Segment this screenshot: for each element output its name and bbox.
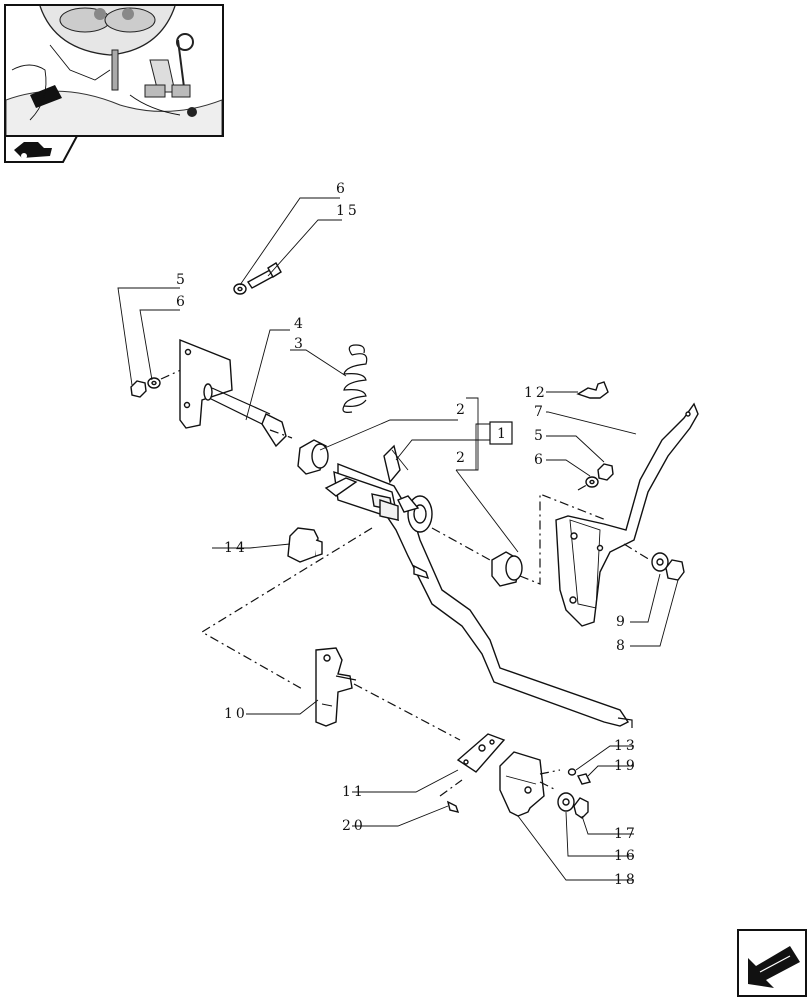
- bushing-2-upper: [297, 439, 329, 475]
- label-9: 9: [616, 614, 628, 630]
- label-4: 4: [294, 316, 306, 332]
- label-7: 7: [534, 404, 546, 420]
- label-3: 3: [294, 336, 306, 352]
- label-6-left: 6: [176, 294, 188, 310]
- washer-6-top: [233, 283, 247, 295]
- switch-18: [499, 751, 561, 817]
- cap-14: [287, 527, 323, 563]
- label-5-left: 5: [176, 272, 188, 288]
- spring-3: [342, 344, 368, 413]
- nut-5-left: [130, 380, 147, 398]
- label-18: 18: [614, 872, 638, 888]
- label-16: 16: [614, 848, 638, 864]
- screw-20: [446, 800, 460, 813]
- location-thumbnail: [4, 4, 224, 137]
- leader-lines: [117, 197, 679, 881]
- right-bracket-7: [555, 402, 699, 627]
- bolt-12: [576, 381, 609, 399]
- plate-11: [456, 733, 506, 773]
- label-17: 17: [614, 826, 638, 842]
- bolt-15: [246, 262, 282, 289]
- label-12: 12: [524, 385, 548, 401]
- label-8: 8: [616, 638, 628, 654]
- label-2-lower: 2: [456, 450, 468, 466]
- label-11: 11: [342, 784, 366, 800]
- clutch-pedal-1: [324, 444, 633, 728]
- next-page-arrow-icon[interactable]: [737, 929, 807, 997]
- reference-labels: 6 15 5 6 4 3 2 1 2 12 7 5 6 14 9 8 10 11…: [176, 181, 638, 888]
- nut-5-right: [597, 463, 614, 481]
- washer-6-right: [585, 476, 599, 488]
- label-20: 20: [342, 818, 366, 834]
- label-6-top: 6: [336, 181, 348, 197]
- label-2-upper: 2: [456, 402, 468, 418]
- label-6-right: 6: [534, 452, 546, 468]
- label-19: 19: [614, 758, 638, 774]
- nut-8: [665, 559, 685, 581]
- tractor-group-icon: [4, 135, 79, 163]
- screw-19: [576, 773, 592, 785]
- nut-17: [573, 797, 589, 819]
- washer-6-left: [147, 377, 161, 389]
- label-14: 14: [224, 540, 248, 556]
- washer-9: [651, 552, 669, 572]
- left-bracket-with-shaft: [179, 338, 293, 448]
- label-1-box: [489, 421, 513, 445]
- label-10: 10: [224, 706, 248, 722]
- fork-lever-10: [315, 647, 357, 727]
- label-13: 13: [614, 738, 638, 754]
- bushing-2-lower: [491, 551, 523, 587]
- label-5-right: 5: [534, 428, 546, 444]
- washer-13: [567, 768, 577, 776]
- label-1: 1: [497, 426, 509, 442]
- label-15: 15: [336, 203, 360, 219]
- washer-16: [557, 792, 575, 812]
